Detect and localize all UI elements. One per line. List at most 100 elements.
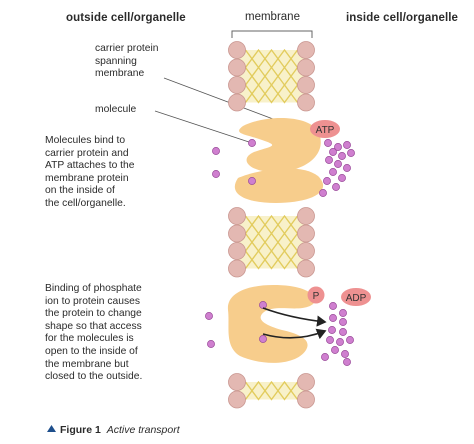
carrier-leader-line <box>163 77 290 126</box>
carrier-protein-group <box>227 117 324 363</box>
molecule-dot <box>339 309 347 317</box>
step-2-text: Binding of phosphate ion to protein caus… <box>45 283 142 384</box>
molecule-dot <box>323 177 331 185</box>
phospholipid-head <box>228 373 246 391</box>
molecule-dot <box>321 353 329 361</box>
lipid-tail <box>244 249 299 270</box>
molecule-label: molecule <box>95 104 137 115</box>
phospholipid-head <box>297 207 315 225</box>
phospholipid-head <box>297 58 315 77</box>
step-line: the cell/organelle. <box>45 197 126 209</box>
molecule-dot <box>328 326 336 334</box>
molecule-dot <box>325 156 333 164</box>
molecule-dot <box>324 139 332 147</box>
transport-arrow-upper <box>262 307 327 327</box>
step-line: closed to the outside. <box>45 371 143 383</box>
phospholipid-head <box>297 242 315 260</box>
molecule-dot <box>343 141 351 149</box>
phospholipid-head <box>297 259 315 278</box>
carrier-label-line: membrane <box>95 68 145 80</box>
atp-badge <box>310 120 340 138</box>
step-line: on the inside of <box>45 185 115 197</box>
phospholipid-head <box>228 76 246 94</box>
carrier-protein-label: carrier protein spanning membrane <box>95 43 159 81</box>
figure-number: Figure 1 <box>60 424 101 436</box>
molecule-dot <box>259 301 267 309</box>
molecule-dot <box>346 336 354 344</box>
molecule-dot <box>329 314 337 322</box>
lipid-tail <box>244 380 299 401</box>
phospholipid-head <box>228 207 246 225</box>
molecule-dot <box>339 318 347 326</box>
phospholipid-head <box>297 93 315 112</box>
step-line: ion to protein causes <box>45 295 141 307</box>
step-line: the protein to change <box>45 308 142 320</box>
molecule-dot <box>248 139 256 147</box>
molecule-dot <box>259 335 267 343</box>
molecule-dot <box>336 338 344 346</box>
molecule-dot <box>207 340 215 348</box>
step-line: for the molecules is <box>45 333 134 345</box>
phospholipid-head <box>228 224 246 243</box>
molecule-dot <box>343 164 351 172</box>
step-line: shape so that access <box>45 320 142 332</box>
molecule-dot <box>338 152 346 160</box>
molecule-dot <box>248 177 256 185</box>
carrier-protein-upper <box>239 117 321 173</box>
molecule-dot <box>343 358 351 366</box>
phospholipid-head <box>228 242 246 260</box>
phospholipid-head <box>297 224 315 243</box>
carrier-label-line: carrier protein <box>95 43 159 54</box>
lipid-tail <box>244 214 299 235</box>
molecule-dot <box>339 328 347 336</box>
step-line: the membrane but <box>45 358 129 370</box>
phospholipid-head <box>297 390 315 409</box>
adp-badge <box>341 288 371 306</box>
molecule-dot <box>338 174 346 182</box>
caption-triangle-icon <box>47 425 56 432</box>
phosphate-label: P <box>313 291 320 302</box>
molecule-dot <box>205 312 213 320</box>
phospholipid-head <box>297 41 315 59</box>
carrier-protein-lower <box>234 168 324 203</box>
phospholipid-head <box>297 373 315 391</box>
phospholipid-head <box>228 41 246 59</box>
step-line: Molecules bind to <box>45 135 126 146</box>
step-line: Binding of phosphate <box>45 283 142 294</box>
adp-label: ADP <box>346 293 367 304</box>
phospholipid-head <box>228 259 246 278</box>
membrane-core <box>237 382 306 400</box>
molecule-dot <box>347 149 355 157</box>
molecule-dot <box>334 160 342 168</box>
carrier-label-line: spanning <box>95 55 137 67</box>
step-line: carrier protein and <box>45 147 129 159</box>
molecule-dot <box>332 183 340 191</box>
lipid-tail <box>244 83 299 104</box>
molecule-dot <box>329 148 337 156</box>
figure-title: Active transport <box>106 424 180 436</box>
phospholipid-head <box>228 58 246 77</box>
molecule-dot <box>326 336 334 344</box>
phospholipid-head <box>297 76 315 94</box>
membrane-heading: membrane <box>245 11 300 23</box>
phospholipid-head <box>228 390 246 409</box>
transport-arrow-lower <box>262 328 327 340</box>
lipid-tail <box>244 83 299 104</box>
membrane-bilayer <box>228 41 315 409</box>
lipid-tail <box>244 232 299 253</box>
molecule-dot <box>319 189 327 197</box>
molecule-dot <box>212 170 220 178</box>
atp-label: ATP <box>316 125 335 136</box>
step-line: ATP attaches to the <box>45 160 135 172</box>
lipid-tail <box>244 48 299 69</box>
molecule-dot <box>212 147 220 155</box>
phospholipid-head <box>228 93 246 112</box>
outside-heading: outside cell/organelle <box>66 12 186 24</box>
lipid-tail <box>244 66 299 87</box>
molecules-group <box>205 139 355 366</box>
membrane-core <box>237 216 306 269</box>
lipid-tail <box>244 249 299 270</box>
membrane-core <box>237 50 306 103</box>
phosphate-badge <box>307 286 325 304</box>
